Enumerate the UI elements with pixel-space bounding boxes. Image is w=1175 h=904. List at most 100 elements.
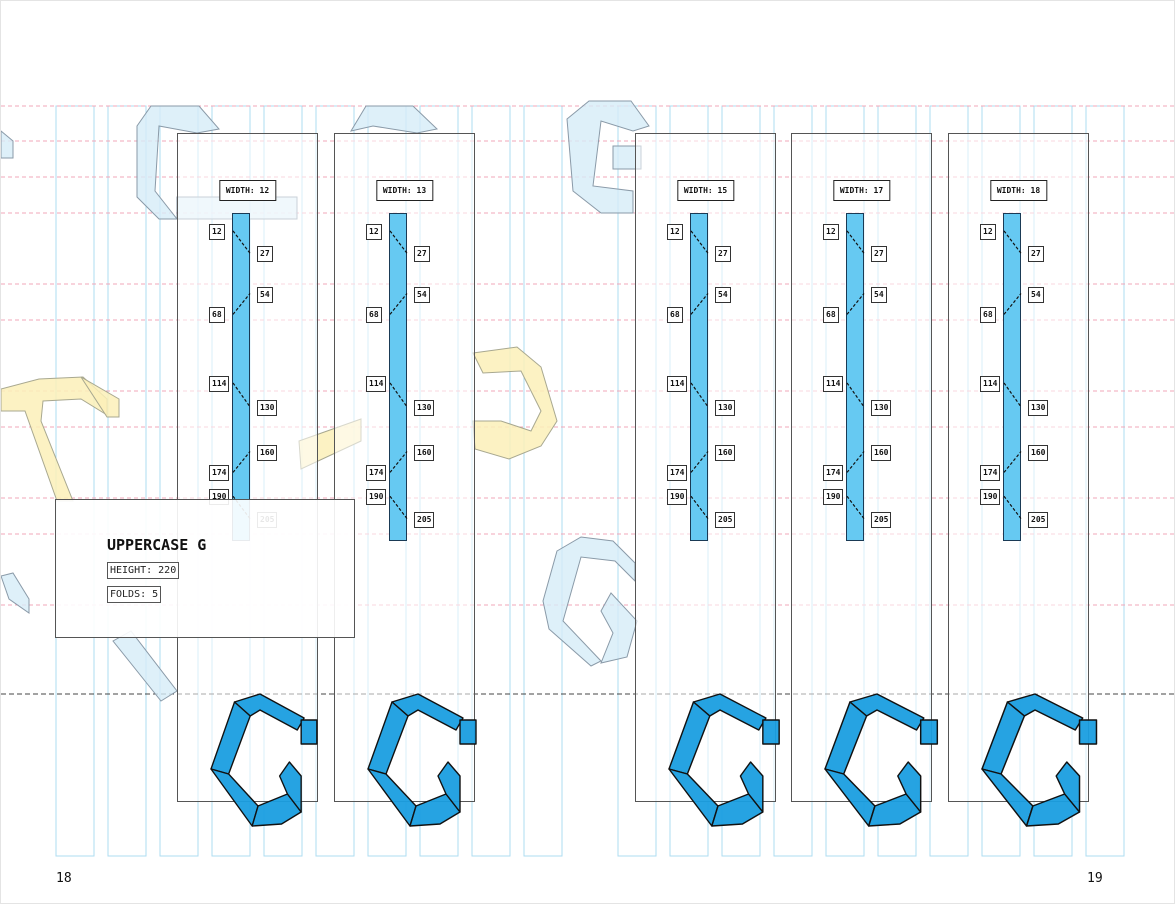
letter-title: UPPERCASE G <box>107 536 207 554</box>
fold-line <box>389 293 408 315</box>
letter-segment <box>668 701 711 775</box>
fold-label-right: 160 <box>871 444 892 461</box>
ghost-g-blue-3 <box>1 536 638 702</box>
folded-letter-g <box>668 693 780 827</box>
letter-segment <box>210 701 251 775</box>
fold-label-left: 68 <box>980 307 996 324</box>
letter-segment <box>981 768 1034 827</box>
height-tag: HEIGHT: 220 <box>107 562 180 579</box>
fold-label-right: 130 <box>715 399 736 416</box>
fold-panel: WIDTH: 17 12 68 114 174 190 27 54 130 160 205 <box>791 133 932 802</box>
fold-label-right: 160 <box>715 444 736 461</box>
letter-segment <box>459 719 477 745</box>
fold-label-right: 54 <box>871 286 887 303</box>
fold-label-right: 205 <box>715 511 736 528</box>
fold-label-left: 190 <box>823 489 844 506</box>
fold-label-right: 27 <box>871 246 887 263</box>
fold-label-right: 130 <box>414 399 435 416</box>
fold-label-right: 205 <box>1028 511 1049 528</box>
letter-segment <box>437 761 461 813</box>
fold-line <box>690 451 709 473</box>
fold-line <box>690 293 709 315</box>
fold-label-right: 27 <box>715 246 731 263</box>
fold-line <box>232 293 251 315</box>
fold-label-left: 114 <box>667 375 688 392</box>
paper-strip <box>389 213 407 541</box>
letter-segment <box>1078 719 1098 745</box>
page-number-right: 19 <box>1087 871 1103 886</box>
fold-label-right: 205 <box>871 511 892 528</box>
width-label: WIDTH: 17 <box>832 180 891 201</box>
fold-label-right: 54 <box>715 286 731 303</box>
fold-label-left: 190 <box>667 489 688 506</box>
fold-label-right: 205 <box>414 511 435 528</box>
fold-label-left: 114 <box>366 375 387 392</box>
fold-label-right: 160 <box>414 444 435 461</box>
paper-strip <box>846 213 864 541</box>
fold-label-left: 12 <box>209 223 225 240</box>
fold-label-right: 160 <box>257 444 278 461</box>
fold-label-right: 54 <box>1028 286 1044 303</box>
fold-label-right: 130 <box>257 399 278 416</box>
fold-label-left: 68 <box>366 307 382 324</box>
width-label: WIDTH: 13 <box>375 180 434 201</box>
fold-lines <box>1003 230 1022 519</box>
letter-segment <box>367 701 409 775</box>
folded-letter-g <box>210 693 318 827</box>
letter-segment <box>981 701 1026 775</box>
fold-lines <box>690 230 709 519</box>
fold-label-left: 114 <box>209 375 230 392</box>
letter-segment <box>762 719 780 745</box>
folds-tag: FOLDS: 5 <box>107 586 162 603</box>
fold-label-left: 12 <box>823 223 839 240</box>
folded-letter-g <box>824 693 939 827</box>
fold-lines <box>232 230 251 519</box>
fold-label-right: 27 <box>414 246 430 263</box>
letter-segment <box>300 719 318 745</box>
letter-segment <box>210 768 259 827</box>
letter-segment <box>1055 761 1081 813</box>
paper-strip <box>1003 213 1021 541</box>
fold-label-right: 130 <box>1028 399 1049 416</box>
letter-segment <box>668 768 719 827</box>
fold-line <box>232 451 251 473</box>
fold-label-left: 12 <box>667 223 683 240</box>
fold-label-left: 190 <box>980 489 1001 506</box>
letter-segment <box>278 761 302 813</box>
ghost-g-blue-2 <box>1 100 650 214</box>
folded-letter-g <box>367 693 477 827</box>
fold-line <box>1003 293 1022 315</box>
fold-lines <box>846 230 865 519</box>
fold-label-right: 27 <box>1028 246 1044 263</box>
fold-line <box>846 451 865 473</box>
fold-label-left: 114 <box>823 375 844 392</box>
fold-label-left: 174 <box>667 465 688 482</box>
fold-label-right: 27 <box>257 246 273 263</box>
fold-label-left: 68 <box>209 307 225 324</box>
fold-label-left: 174 <box>823 465 844 482</box>
letter-segment <box>897 761 922 813</box>
letter-segment <box>919 719 939 745</box>
fold-label-left: 68 <box>823 307 839 324</box>
fold-label-left: 174 <box>366 465 387 482</box>
fold-label-left: 12 <box>366 223 382 240</box>
fold-label-right: 54 <box>257 286 273 303</box>
fold-lines <box>389 230 408 519</box>
letter-segment <box>824 701 868 775</box>
fold-label-left: 190 <box>366 489 387 506</box>
letter-segment <box>367 768 417 827</box>
width-label: WIDTH: 18 <box>989 180 1048 201</box>
fold-label-left: 174 <box>980 465 1001 482</box>
fold-line <box>389 451 408 473</box>
fold-label-left: 114 <box>980 375 1001 392</box>
width-label: WIDTH: 12 <box>218 180 277 201</box>
fold-label-left: 68 <box>667 307 683 324</box>
page-number-left: 18 <box>56 871 72 886</box>
fold-line <box>1003 451 1022 473</box>
fold-label-right: 160 <box>1028 444 1049 461</box>
fold-label-right: 130 <box>871 399 892 416</box>
